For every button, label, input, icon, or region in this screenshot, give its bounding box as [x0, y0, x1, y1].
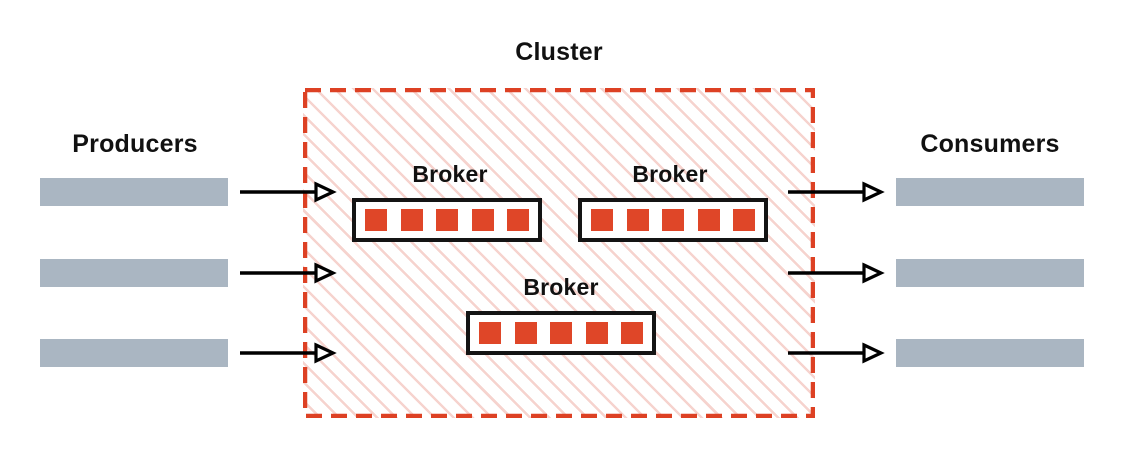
partition [591, 209, 613, 231]
broker-1[interactable] [352, 198, 542, 242]
arrow-cluster-to-consumer-1 [788, 181, 885, 203]
arrow-producer-3-to-cluster [240, 342, 337, 364]
producer-bar-1[interactable] [40, 178, 228, 206]
partition [400, 209, 423, 231]
cluster-region [303, 88, 815, 418]
consumer-bar-2[interactable] [896, 259, 1084, 287]
broker-3[interactable] [466, 311, 656, 355]
cluster-title: Cluster [515, 38, 603, 66]
partition [479, 322, 501, 344]
arrow-producer-2-to-cluster [240, 262, 337, 284]
partition [471, 209, 494, 231]
producer-bar-2[interactable] [40, 259, 228, 287]
arrow-producer-1-to-cluster [240, 181, 337, 203]
partition [733, 209, 755, 231]
broker-2[interactable] [578, 198, 768, 242]
consumers-title: Consumers [920, 130, 1060, 158]
cluster-hatch-fill [303, 88, 815, 418]
consumer-bar-1[interactable] [896, 178, 1084, 206]
partition [550, 322, 572, 344]
partition [514, 322, 537, 344]
broker-1-label: Broker [412, 161, 488, 187]
partition [662, 209, 684, 231]
arrow-cluster-to-consumer-2 [788, 262, 885, 284]
broker-3-label: Broker [523, 274, 599, 300]
partition [697, 209, 720, 231]
partition [626, 209, 649, 231]
arrow-cluster-to-consumer-3 [788, 342, 885, 364]
partition [365, 209, 387, 231]
producer-bar-3[interactable] [40, 339, 228, 367]
partition [507, 209, 529, 231]
partition [585, 322, 608, 344]
partition [621, 322, 643, 344]
producers-title: Producers [72, 130, 198, 158]
consumer-bar-3[interactable] [896, 339, 1084, 367]
partition [436, 209, 458, 231]
broker-2-label: Broker [632, 161, 708, 187]
